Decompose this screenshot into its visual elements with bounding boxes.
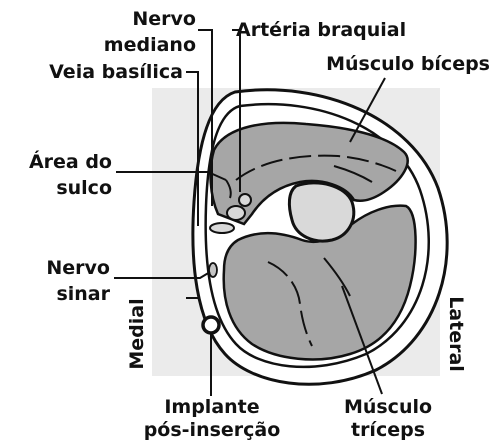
brachial-artery bbox=[239, 194, 251, 206]
label-veia-basilica: Veia basílica bbox=[49, 61, 183, 83]
label-area-do-sulco-line2: sulco bbox=[56, 177, 112, 199]
label-lateral: Lateral bbox=[445, 296, 467, 372]
ulnar-nerve bbox=[209, 263, 217, 277]
label-nervo-sinar-line2: sinar bbox=[56, 283, 110, 305]
label-musculo-triceps-line1: Músculo bbox=[344, 396, 432, 418]
label-area-do-sulco-line1: Área do bbox=[29, 150, 112, 173]
label-nervo-mediano-line1: Nervo bbox=[132, 8, 196, 30]
label-nervo-sinar-line1: Nervo bbox=[46, 257, 110, 279]
label-musculo-biceps: Músculo bíceps bbox=[326, 53, 490, 75]
basilic-vein bbox=[210, 223, 234, 233]
label-nervo-mediano-line2: mediano bbox=[104, 34, 196, 56]
label-implante-line1: Implante bbox=[164, 396, 259, 418]
label-musculo-triceps-line2: tríceps bbox=[351, 419, 425, 441]
implant-marker bbox=[203, 317, 219, 333]
label-medial: Medial bbox=[126, 298, 148, 369]
label-implante-line2: pós-inserção bbox=[144, 419, 281, 441]
median-nerve bbox=[227, 206, 245, 220]
label-arteria-braquial: Artéria braquial bbox=[236, 19, 406, 41]
humerus-bone bbox=[289, 183, 353, 241]
